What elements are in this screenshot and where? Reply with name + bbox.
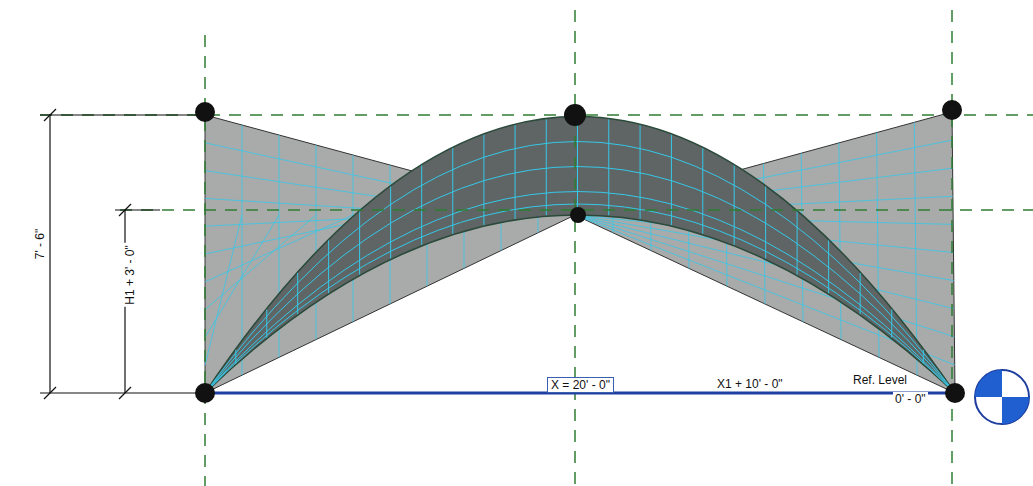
grid-line — [452, 148, 453, 234]
level-quadrant — [1002, 397, 1029, 424]
dimension-text: H1 + 3' - 0" — [123, 243, 137, 307]
dim-ext — [115, 209, 160, 210]
grid-line — [205, 192, 955, 394]
grid-line — [205, 167, 955, 394]
dim-tick — [44, 109, 56, 121]
reference-planes — [40, 10, 1033, 486]
dim-tick — [119, 387, 131, 399]
ref-plane — [951, 10, 953, 486]
level-elevation: 0' - 0" — [893, 392, 928, 406]
grid-line — [577, 118, 578, 215]
level-circle — [975, 370, 1029, 424]
grid-line — [359, 212, 360, 275]
grid-line — [797, 212, 798, 275]
dim-ext — [40, 114, 200, 115]
dim-line — [49, 115, 50, 393]
ref-plane — [40, 114, 1033, 116]
grid-line — [640, 125, 641, 219]
point — [564, 104, 586, 126]
dim-tick — [44, 387, 56, 399]
grid-line — [205, 215, 242, 365]
grid-line — [316, 145, 317, 340]
grid-line — [390, 187, 391, 259]
dimensions — [40, 109, 200, 399]
point — [945, 383, 965, 403]
grid-line — [671, 135, 672, 225]
points — [195, 100, 965, 403]
grid-line — [608, 119, 609, 215]
grid-line — [266, 310, 267, 338]
dimension-text: X = 20' - 0" — [547, 377, 614, 393]
grid-line — [421, 166, 422, 245]
level-name: Ref. Level — [851, 373, 909, 387]
grid-line — [242, 125, 243, 375]
dim-tick — [119, 204, 131, 216]
point — [195, 383, 215, 403]
grid-line — [860, 273, 861, 314]
grid-line — [515, 125, 516, 219]
dimension-text: 7' - 6" — [33, 227, 47, 262]
grid-line — [328, 240, 329, 293]
side-surfaces — [205, 112, 955, 393]
grid-line — [891, 310, 892, 338]
arch-surface — [205, 117, 955, 394]
grid-line — [235, 350, 236, 364]
grid-line — [734, 166, 735, 245]
grid-line — [297, 273, 298, 314]
grid-line — [702, 148, 703, 234]
level-symbol — [975, 370, 1029, 424]
level-quadrant — [975, 370, 1002, 397]
grid-line — [483, 135, 484, 225]
grid-line — [205, 142, 955, 394]
point — [942, 100, 962, 120]
grid-line — [765, 187, 766, 259]
grid-line — [205, 204, 955, 393]
grid-line — [923, 350, 924, 364]
grid-line — [828, 240, 829, 293]
arch-grid — [205, 118, 955, 394]
ref-plane — [574, 10, 576, 486]
dimension-text: X1 + 10' - 0" — [715, 377, 785, 391]
point — [195, 102, 215, 122]
point — [570, 207, 586, 223]
dim-ext — [40, 392, 200, 393]
grid-line — [546, 119, 547, 215]
